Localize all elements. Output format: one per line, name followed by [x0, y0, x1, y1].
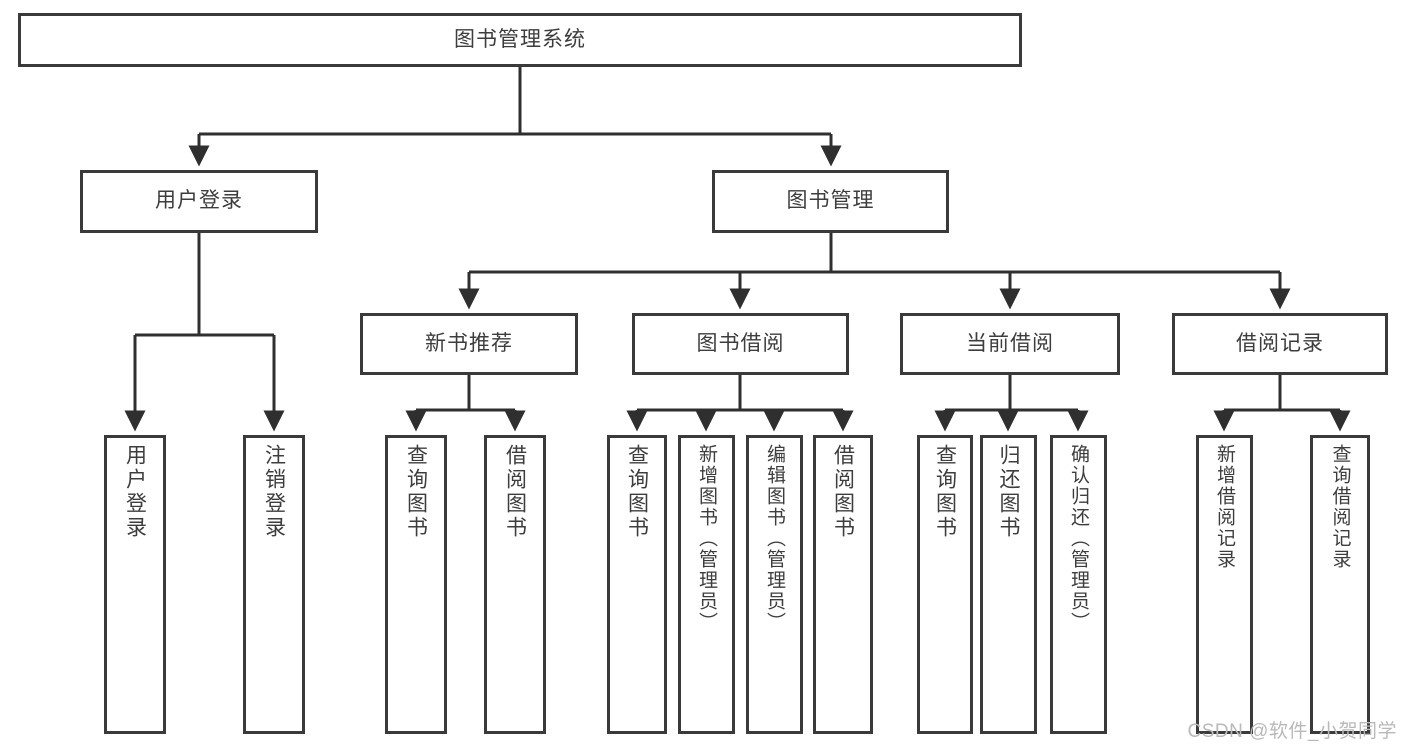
node-leaf-user-login[interactable]: 用户登录	[104, 435, 166, 734]
node-leaf-query-borrow-record-label: 查询借阅记录	[1329, 444, 1351, 570]
node-leaf-borrow-book-borrow[interactable]: 借阅图书	[813, 435, 873, 734]
node-level3-borrow-record[interactable]: 借阅记录	[1172, 313, 1388, 375]
node-leaf-logout-label: 注销登录	[262, 444, 286, 540]
node-leaf-query-book-borrow-label: 查询图书	[625, 444, 649, 540]
node-level3-book-borrow-label: 图书借阅	[696, 331, 785, 355]
node-leaf-add-borrow-record[interactable]: 新增借阅记录	[1196, 435, 1253, 734]
node-level2-book-management[interactable]: 图书管理	[712, 170, 949, 233]
node-leaf-query-borrow-record[interactable]: 查询借阅记录	[1310, 435, 1370, 734]
node-leaf-return-book[interactable]: 归还图书	[980, 435, 1037, 734]
csdn-watermark: CSDN @软件_小贺同学	[1187, 721, 1397, 742]
node-level3-book-borrow[interactable]: 图书借阅	[632, 313, 849, 375]
node-leaf-add-book-admin-label: 新增图书（管理员）	[696, 444, 717, 633]
node-leaf-confirm-return-admin[interactable]: 确认归还（管理员）	[1050, 435, 1107, 734]
node-leaf-add-borrow-record-label: 新增借阅记录	[1214, 444, 1235, 570]
node-level2-user-login-label: 用户登录	[155, 189, 243, 213]
node-level2-book-management-label: 图书管理	[786, 189, 875, 213]
node-leaf-edit-book-admin[interactable]: 编辑图书（管理员）	[746, 435, 803, 734]
node-level3-new-book-recommend-label: 新书推荐	[425, 331, 513, 355]
node-level3-borrow-record-label: 借阅记录	[1236, 331, 1324, 355]
node-root-label: 图书管理系统	[454, 27, 586, 51]
node-leaf-logout[interactable]: 注销登录	[243, 435, 305, 734]
node-leaf-query-book-rec-label: 查询图书	[404, 444, 428, 540]
node-leaf-borrow-book-rec[interactable]: 借阅图书	[484, 435, 546, 734]
node-leaf-edit-book-admin-label: 编辑图书（管理员）	[764, 444, 785, 633]
node-leaf-query-book-current-label: 查询图书	[933, 444, 957, 540]
node-level3-new-book-recommend[interactable]: 新书推荐	[360, 313, 578, 375]
node-leaf-query-book-rec[interactable]: 查询图书	[385, 435, 447, 734]
node-level3-current-borrow[interactable]: 当前借阅	[900, 313, 1120, 375]
node-leaf-add-book-admin[interactable]: 新增图书（管理员）	[678, 435, 735, 734]
node-leaf-borrow-book-rec-label: 借阅图书	[503, 444, 527, 540]
node-leaf-query-book-current[interactable]: 查询图书	[917, 435, 973, 734]
node-leaf-user-login-label: 用户登录	[123, 444, 147, 540]
node-level3-current-borrow-label: 当前借阅	[966, 331, 1054, 355]
node-leaf-return-book-label: 归还图书	[997, 444, 1020, 540]
node-leaf-query-book-borrow[interactable]: 查询图书	[607, 435, 667, 734]
node-leaf-borrow-book-borrow-label: 借阅图书	[831, 444, 855, 540]
node-root[interactable]: 图书管理系统	[18, 13, 1022, 67]
node-level2-user-login[interactable]: 用户登录	[80, 170, 318, 233]
node-leaf-confirm-return-admin-label: 确认归还（管理员）	[1068, 444, 1089, 633]
